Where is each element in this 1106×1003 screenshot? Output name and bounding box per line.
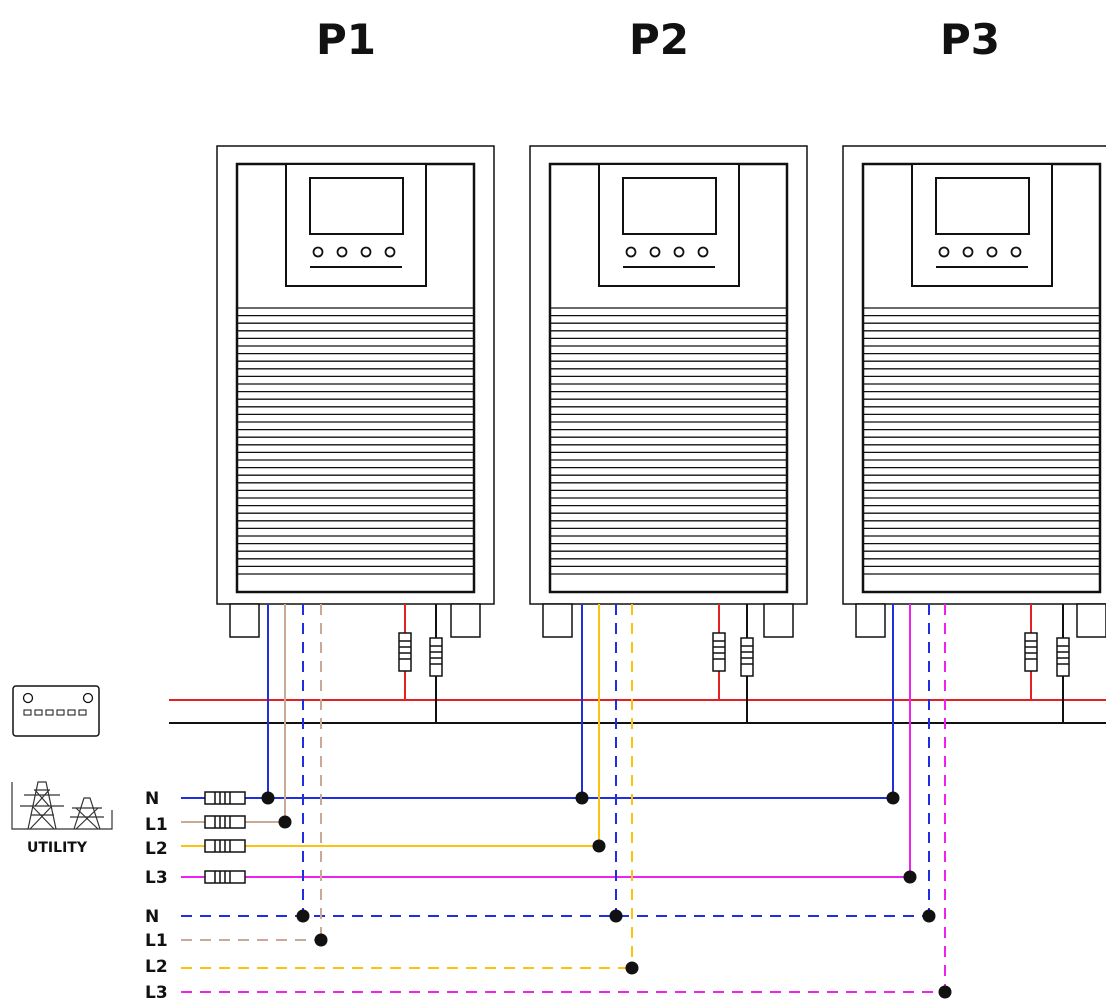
units-layer [216,145,1106,638]
ventilation-grille [551,307,786,575]
panel-button-icon [312,246,324,258]
input-label-l1: L1 [145,815,168,835]
lcd-screen [935,177,1030,235]
output-label-n: N [145,907,159,927]
inverter-unit-p2 [529,145,808,638]
panel-button-icon [1010,246,1022,258]
utility-label: UTILITY [27,840,88,856]
unit-title-p3: P3 [940,15,1000,64]
panel-button-icon [336,246,348,258]
input-label-n: N [145,789,159,809]
junction-dot [609,909,623,923]
lcd-screen [309,177,404,235]
input-breaker-l3 [204,870,246,884]
panel-button-icon [384,246,396,258]
cabinet-foot-right [1076,603,1106,638]
output-label-l2: L2 [145,957,168,977]
junction-dot [903,870,917,884]
junction-dot [296,909,310,923]
cabinet-foot-right [450,603,481,638]
inverter-unit-p3 [842,145,1106,638]
output-label-l1: L1 [145,931,168,951]
lcd-screen [622,177,717,235]
dc-positive-fuse-p2 [712,632,726,672]
panel-button-icon [649,246,661,258]
panel-button-icon [938,246,950,258]
junction-dot [625,961,639,975]
battery-icon [12,685,100,737]
dc-positive-fuse-p1 [398,632,412,672]
panel-button-icon [673,246,685,258]
wires-layer [169,604,1106,999]
junction-dot [575,791,589,805]
dc-positive-fuse-p3 [1024,632,1038,672]
input-label-l3: L3 [145,868,168,888]
junction-dot [922,909,936,923]
cabinet-foot-left [229,603,260,638]
panel-button-icon [625,246,637,258]
inverter-unit-p1 [216,145,495,638]
input-breaker-l1 [204,815,246,829]
input-label-l2: L2 [145,839,168,859]
dc-negative-fuse-p2 [740,637,754,677]
cabinet-foot-left [855,603,886,638]
panel-button-icon [697,246,709,258]
dc-negative-fuse-p1 [429,637,443,677]
output-label-l3: L3 [145,983,168,1003]
ventilation-grille [864,307,1099,575]
junction-dot [886,791,900,805]
junction-dot [278,815,292,829]
junction-dot [314,933,328,947]
ventilation-grille [238,307,473,575]
input-breaker-n [204,791,246,805]
unit-title-p1: P1 [316,15,376,64]
dc-negative-fuse-p3 [1056,637,1070,677]
junction-dot [938,985,952,999]
cabinet-foot-left [542,603,573,638]
junction-dot [592,839,606,853]
cabinet-foot-right [763,603,794,638]
panel-button-icon [962,246,974,258]
input-breaker-l2 [204,839,246,853]
panel-button-icon [986,246,998,258]
panel-button-icon [360,246,372,258]
unit-title-p2: P2 [629,15,689,64]
utility-pylon-icon [11,781,113,830]
junction-dot [261,791,275,805]
